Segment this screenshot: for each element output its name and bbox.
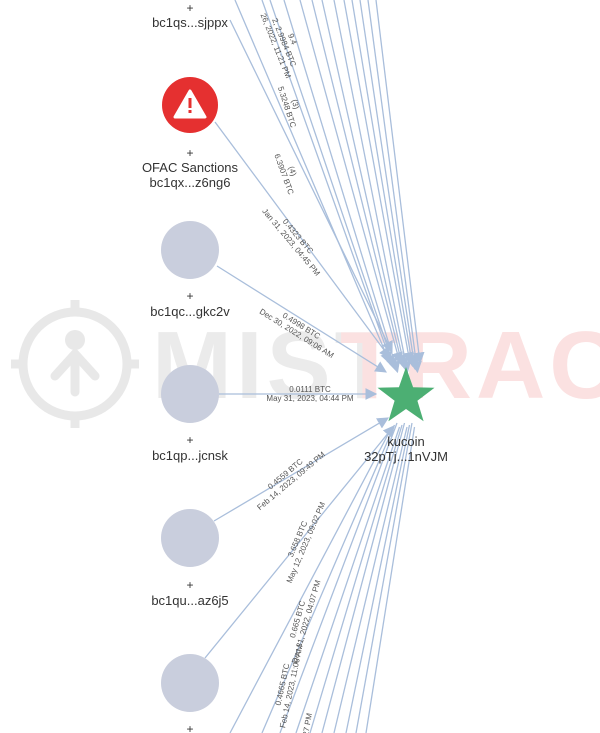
node-address-label: bc1qp...jcnsk	[152, 448, 228, 463]
edge-line	[261, 424, 396, 733]
edge-label-line: 9.4	[286, 32, 299, 46]
edge-line	[234, 0, 392, 365]
edge-label-line: 27 PM	[301, 712, 314, 733]
edge-line	[299, 0, 403, 365]
address-circle[interactable]	[161, 221, 219, 279]
edge-line	[355, 422, 413, 733]
expand-plus[interactable]: +	[186, 1, 193, 15]
edge-line	[365, 426, 416, 733]
address-node-5[interactable]: + bc1qu...az6j5	[151, 509, 229, 608]
hub-address-label: 32pTj...1nVJM	[364, 449, 448, 464]
edge-line	[216, 265, 387, 373]
address-node-4[interactable]: + bc1qp...jcnsk	[152, 365, 228, 463]
edge-line	[229, 426, 393, 733]
edge-line	[345, 424, 411, 733]
expand-plus[interactable]: +	[186, 722, 193, 733]
edge-label-line: (3)	[290, 98, 302, 110]
edge-line	[261, 0, 395, 368]
edge-line	[321, 0, 409, 371]
edge-line	[359, 0, 420, 371]
sanction-node[interactable]: + OFAC Sanctions bc1qx...z6ng6	[142, 77, 239, 190]
expand-plus[interactable]: +	[186, 146, 193, 160]
address-circle[interactable]	[161, 365, 219, 423]
misttrack-watermark: MIST TRACK	[11, 300, 600, 428]
star-icon[interactable]	[377, 367, 435, 422]
edge-label-line: Feb 14, 2023, 09:49 PM	[255, 450, 327, 512]
hub-name-label: kucoin	[387, 434, 425, 449]
address-circle[interactable]	[161, 509, 219, 567]
edge-line	[375, 0, 425, 365]
edge-label-line: Jan 31, 2023, 04:45 PM	[260, 207, 322, 278]
hub-node-kucoin[interactable]: kucoin 32pTj...1nVJM	[364, 367, 448, 464]
edge-line	[213, 417, 390, 522]
edge-line	[333, 426, 408, 733]
edge-line	[229, 19, 393, 354]
expand-plus[interactable]: +	[186, 289, 193, 303]
edge-label: 0.4559 BTCFeb 14, 2023, 09:49 PM	[250, 443, 328, 512]
address-circle[interactable]	[161, 654, 219, 712]
edge-label: 0.4665 BTCFeb 14, 2023, 11:06 AM	[269, 642, 304, 729]
misttrack-logo-icon	[11, 300, 139, 428]
edge-line	[343, 0, 414, 365]
edge-line	[311, 0, 406, 368]
edge-line	[333, 0, 412, 374]
edge-line	[367, 0, 422, 374]
edge-label-line: (4)	[286, 165, 298, 178]
edge-label-line: May 31, 2023, 04:44 PM	[266, 394, 354, 403]
edges	[204, 0, 425, 733]
edge-line	[309, 424, 403, 733]
expand-plus[interactable]: +	[186, 578, 193, 592]
edge-label-line: 0.0111 BTC	[289, 385, 331, 394]
edge-label: 9.42, 2.9984 BTC26, 2022, 11:21 PM	[258, 5, 309, 80]
edge-line	[214, 121, 391, 359]
edge-label: 0.4323 BTCJan 31, 2023, 04:45 PM	[260, 201, 329, 278]
edge-line	[279, 422, 398, 733]
edge-line	[283, 0, 401, 374]
edge-line	[351, 0, 417, 368]
edge-label: (4)6.3907 BTC	[272, 150, 304, 196]
sanction-tag-label: OFAC Sanctions	[142, 160, 239, 175]
node-address-label: bc1qc...gkc2v	[150, 304, 230, 319]
address-node-6[interactable]: +	[161, 654, 219, 733]
edge-label: 27 PM	[301, 712, 314, 733]
edge-label: 3.658 BTCMay 12, 2023, 09:02 PM	[277, 497, 328, 585]
expand-plus[interactable]: +	[186, 433, 193, 447]
edge-line	[269, 0, 398, 371]
node-address-label: bc1qx...z6ng6	[150, 175, 231, 190]
node-address-label: bc1qu...az6j5	[151, 593, 228, 608]
address-node-3[interactable]: + bc1qc...gkc2v	[150, 221, 230, 319]
warning-icon	[173, 89, 207, 119]
edge-line	[321, 422, 406, 733]
edge-line	[295, 426, 401, 733]
edge-line	[204, 425, 395, 659]
node-address-label: bc1qs...sjppx	[152, 15, 228, 30]
address-node-1[interactable]: + bc1qs...sjppx	[152, 1, 228, 30]
